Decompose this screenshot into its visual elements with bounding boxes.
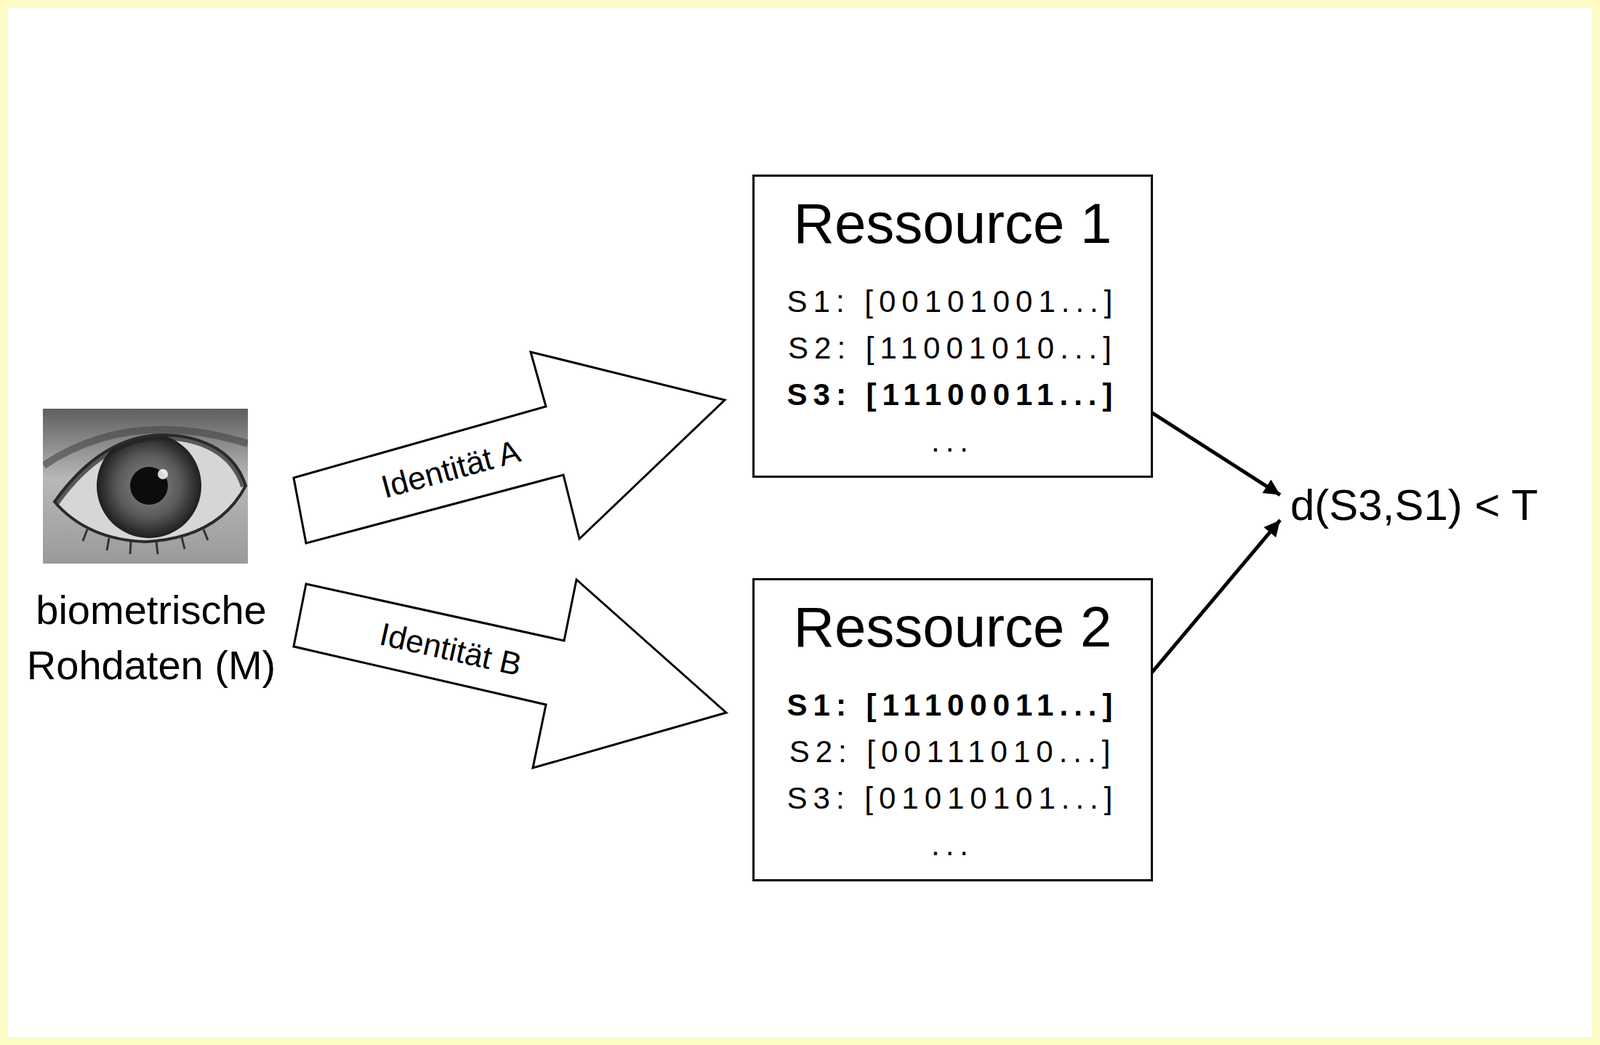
box-title: Ressource 1	[793, 186, 1113, 260]
eye-highlight	[157, 468, 168, 480]
bit-string-row: S1: [11100011...]	[787, 681, 1119, 729]
resource-box: Ressource 1 S1: [00101001...]S2: [1100101…	[752, 174, 1153, 478]
bit-string-row: S2: [11001010...]	[788, 324, 1118, 372]
bit-string-row: S3: [11100011...]	[787, 371, 1119, 418]
bit-string-row: S2: [00111010...]	[789, 728, 1117, 775]
block-arrow	[293, 579, 727, 768]
box-title: Ressource 2	[793, 590, 1113, 663]
distance-formula: d(S3,S1) < T	[1287, 479, 1542, 532]
bit-string-row: ...	[931, 417, 975, 465]
bit-string-row: ...	[931, 821, 975, 868]
photo-ground	[42, 408, 248, 564]
resource-box: Ressource 2 S1: [11100011...]S2: [0011101…	[752, 577, 1153, 882]
eye-outline	[54, 434, 246, 542]
bit-string-row: S3: [01010101...]	[787, 774, 1119, 822]
eyelashes	[82, 529, 208, 554]
caption-label: biometrische Rohdaten (M)	[13, 582, 290, 693]
eye-photo	[42, 408, 248, 564]
pupil	[130, 466, 168, 505]
arrow-label: Identität B	[376, 615, 525, 683]
bit-string-row: S1: [00101001...]	[787, 278, 1119, 325]
block-arrow	[293, 351, 725, 544]
arrow-label: Identität A	[377, 432, 525, 506]
